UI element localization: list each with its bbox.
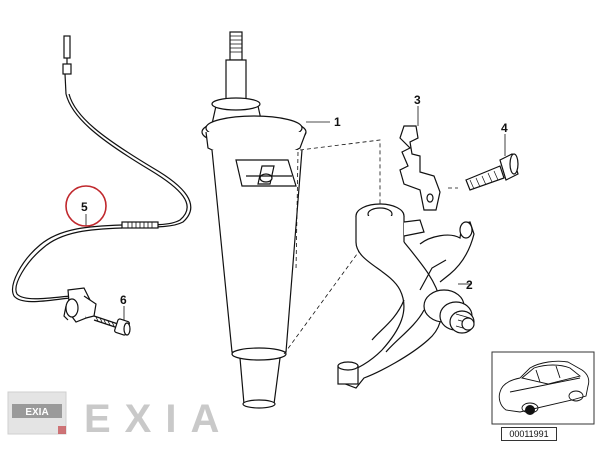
callout-1: 1: [334, 115, 341, 129]
shock-absorber-strut: [201, 31, 307, 409]
assembly-guide-lines: [283, 139, 458, 355]
wheel-speed-sensor-cable: [12, 35, 192, 303]
vehicle-locator-thumbnail: [491, 351, 595, 425]
watermark-word: EXIA: [84, 397, 233, 441]
steering-knuckle: [337, 203, 475, 389]
hose-bracket: [399, 125, 441, 211]
highlight-circle: [65, 185, 107, 227]
callout-6: 6: [120, 293, 127, 307]
sensor-bolt: [93, 315, 131, 336]
diagram-code: 00011991: [501, 427, 557, 441]
location-marker-icon: [525, 405, 535, 415]
knuckle-bolt: [465, 153, 519, 191]
car-outline-icon: [498, 360, 590, 414]
watermark-badge-text: EXIA: [25, 407, 48, 418]
leader-lines: [85, 106, 506, 320]
callout-4: 4: [501, 121, 508, 135]
callout-3: 3: [414, 93, 421, 107]
callout-5: 5: [81, 200, 88, 214]
watermark: EXIA EXIA: [7, 391, 233, 441]
wheel-speed-sensor: [63, 287, 97, 323]
watermark-badge: EXIA: [7, 391, 67, 435]
callout-2: 2: [466, 278, 473, 292]
